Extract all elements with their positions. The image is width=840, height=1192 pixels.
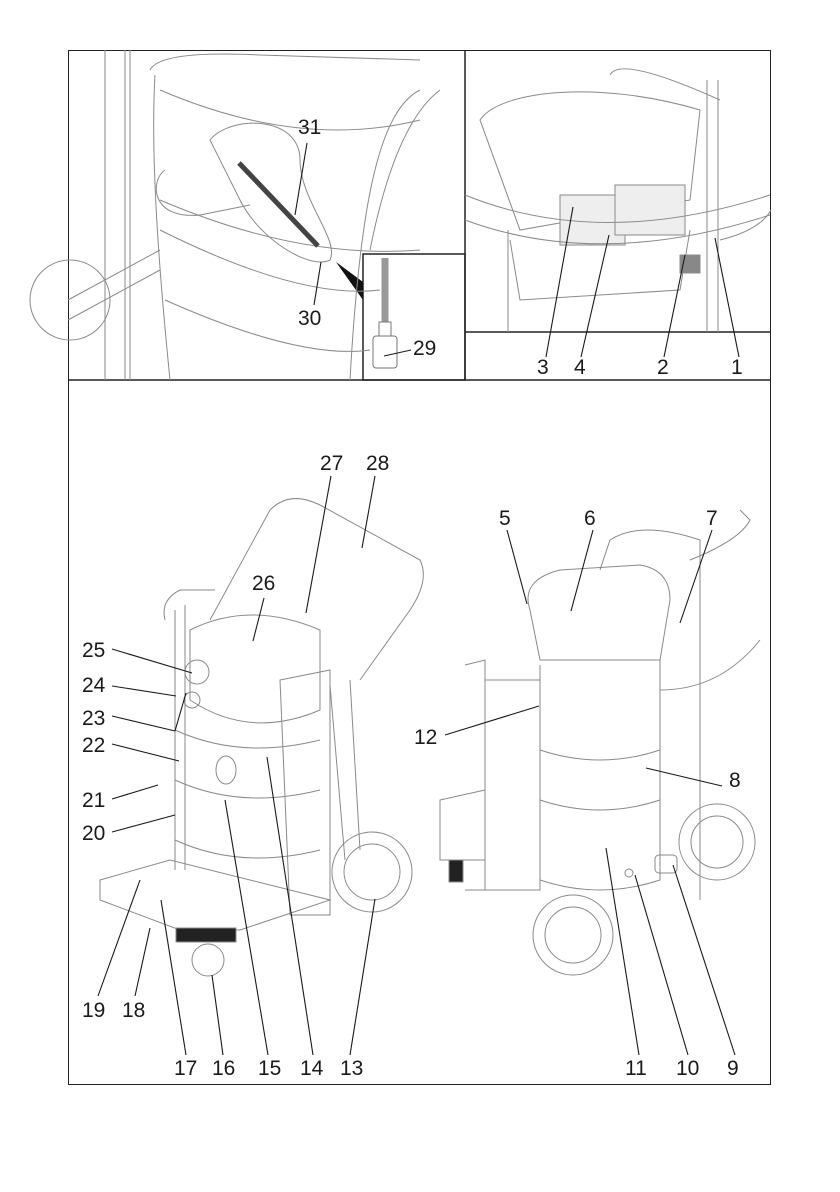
callout-31: 31 bbox=[298, 116, 322, 139]
callout-13: 13 bbox=[340, 1057, 364, 1080]
leader-28 bbox=[361, 475, 376, 549]
leader-14 bbox=[266, 756, 314, 1056]
leader-26 bbox=[252, 597, 265, 642]
callout-15: 15 bbox=[258, 1057, 282, 1080]
callout-25: 25 bbox=[82, 639, 106, 662]
callout-9: 9 bbox=[727, 1057, 739, 1080]
leader-7 bbox=[679, 529, 713, 624]
leader-29 bbox=[383, 349, 412, 357]
leader-22 bbox=[111, 743, 180, 762]
hose-detail-drawing bbox=[29, 50, 441, 381]
callout-30: 30 bbox=[298, 307, 322, 330]
leader-30 bbox=[313, 261, 322, 306]
leader-1 bbox=[714, 237, 740, 358]
panel-dividers bbox=[68, 50, 771, 381]
front-left-view-drawing bbox=[99, 498, 424, 977]
leader-21 bbox=[111, 784, 159, 800]
callout-3: 3 bbox=[537, 356, 549, 379]
callout-21: 21 bbox=[82, 789, 106, 812]
leader-13 bbox=[349, 898, 376, 1056]
leader-lines bbox=[97, 142, 740, 1056]
callout-28: 28 bbox=[366, 452, 390, 475]
callout-16: 16 bbox=[212, 1057, 236, 1080]
leader-31 bbox=[294, 142, 308, 216]
leader-19 bbox=[97, 879, 141, 997]
callout-19: 19 bbox=[82, 999, 106, 1022]
leader-11 bbox=[605, 847, 640, 1056]
callout-7: 7 bbox=[706, 507, 718, 530]
callout-27: 27 bbox=[320, 452, 344, 475]
leader-25 bbox=[111, 648, 193, 674]
callout-18: 18 bbox=[122, 999, 146, 1022]
leader-6 bbox=[570, 529, 594, 612]
front-right-view-drawing bbox=[439, 509, 761, 976]
callout-1: 1 bbox=[731, 356, 743, 379]
leader-9 bbox=[672, 864, 736, 1056]
leader-20 bbox=[111, 814, 176, 833]
callout-14: 14 bbox=[300, 1057, 324, 1080]
leader-27 bbox=[305, 475, 332, 614]
leader-2 bbox=[663, 254, 686, 358]
figure-frame bbox=[68, 50, 771, 1085]
callout-2: 2 bbox=[657, 356, 669, 379]
callout-8: 8 bbox=[729, 769, 741, 792]
leader-16 bbox=[211, 974, 224, 1056]
callout-22: 22 bbox=[82, 734, 106, 757]
leader-17 bbox=[160, 899, 187, 1056]
filter-compartment-drawing bbox=[464, 68, 772, 332]
leader-24 bbox=[111, 685, 177, 697]
callout-23: 23 bbox=[82, 707, 106, 730]
callout-10: 10 bbox=[676, 1057, 700, 1080]
callout-5: 5 bbox=[499, 507, 511, 530]
leader-4 bbox=[580, 234, 610, 358]
callout-17: 17 bbox=[174, 1057, 198, 1080]
callout-6: 6 bbox=[584, 507, 596, 530]
leader-10 bbox=[634, 874, 689, 1056]
hose-31 bbox=[237, 161, 320, 248]
leader-12 bbox=[444, 705, 540, 736]
leader-18 bbox=[134, 927, 151, 997]
leader-8 bbox=[645, 767, 723, 787]
inset-box-29 bbox=[362, 253, 466, 381]
leader-5 bbox=[506, 529, 528, 605]
callout-26: 26 bbox=[252, 572, 276, 595]
callout-20: 20 bbox=[82, 822, 106, 845]
leader-3 bbox=[545, 206, 574, 358]
leader-15 bbox=[224, 799, 269, 1056]
callout-29: 29 bbox=[413, 337, 437, 360]
leader-23b bbox=[174, 692, 187, 732]
leader-23 bbox=[111, 715, 176, 732]
callout-12: 12 bbox=[414, 726, 438, 749]
callout-4: 4 bbox=[574, 356, 586, 379]
callout-11: 11 bbox=[625, 1057, 647, 1080]
hose-inset-drawing bbox=[372, 258, 398, 369]
callout-24: 24 bbox=[82, 674, 106, 697]
